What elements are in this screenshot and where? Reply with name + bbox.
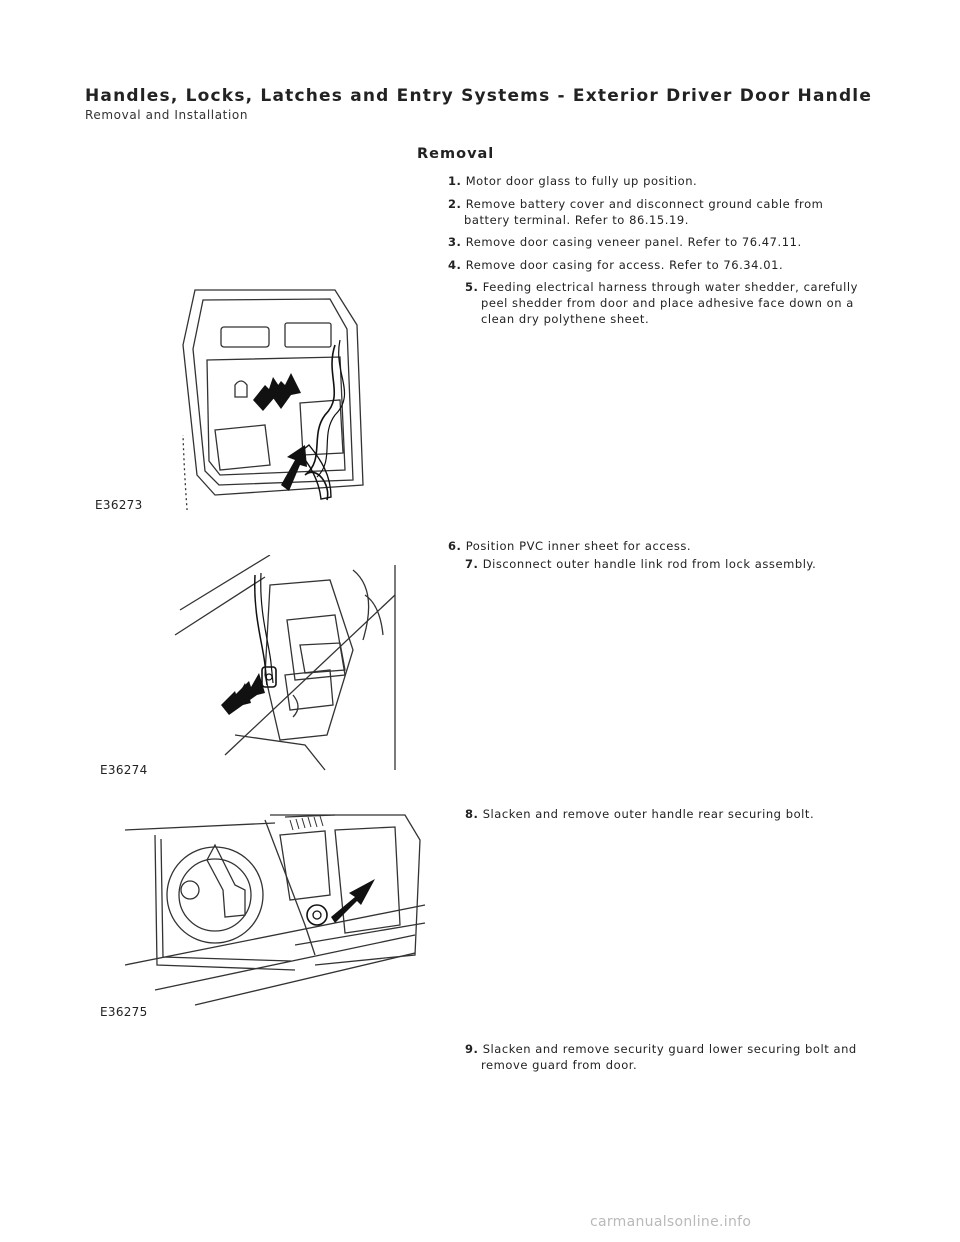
figure-label: E36274	[100, 763, 148, 777]
step-6: 6. Position PVC inner sheet for access.	[448, 538, 848, 554]
step-8: 8. Slacken and remove outer handle rear …	[465, 806, 885, 822]
step-number: 7.	[465, 557, 479, 571]
step-text: Remove door casing for access. Refer to …	[465, 258, 784, 272]
step-number: 9.	[465, 1042, 479, 1056]
lock-link-rod-illustration	[174, 555, 396, 771]
step-text: Remove door casing veneer panel. Refer t…	[465, 235, 802, 249]
step-text: Slacken and remove security guard lower …	[482, 1042, 857, 1056]
step-number: 6.	[448, 539, 462, 553]
step-text-cont: peel shedder from door and place adhesiv…	[481, 296, 854, 310]
figure-label: E36275	[100, 1005, 148, 1019]
step-number: 1.	[448, 174, 462, 188]
door-shedder-illustration	[182, 289, 364, 510]
step-text-cont: battery terminal. Refer to 86.15.19.	[464, 213, 689, 227]
page-title: Handles, Locks, Latches and Entry System…	[85, 86, 873, 106]
step-7: 7. Disconnect outer handle link rod from…	[465, 556, 885, 572]
step-1: 1. Motor door glass to fully up position…	[448, 173, 848, 189]
step-4: 4. Remove door casing for access. Refer …	[448, 257, 848, 273]
step-text: Disconnect outer handle link rod from lo…	[482, 557, 817, 571]
watermark: carmanualsonline.info	[590, 1214, 752, 1230]
figure-e36273: E36273	[95, 285, 385, 512]
step-2: 2. Remove battery cover and disconnect g…	[448, 196, 848, 228]
section-heading: Removal	[417, 146, 495, 162]
page-subtitle: Removal and Installation	[85, 108, 249, 122]
step-number: 3.	[448, 235, 462, 249]
step-number: 4.	[448, 258, 462, 272]
step-text-cont: remove guard from door.	[481, 1058, 638, 1072]
step-text: Motor door glass to fully up position.	[465, 174, 698, 188]
step-5: 5. Feeding electrical harness through wa…	[465, 279, 885, 327]
figure-label: E36273	[95, 498, 143, 512]
figure-e36275: E36275	[95, 805, 430, 1020]
step-text: Slacken and remove outer handle rear sec…	[482, 807, 815, 821]
step-9: 9. Slacken and remove security guard low…	[465, 1041, 885, 1073]
step-text-cont: clean dry polythene sheet.	[481, 312, 650, 326]
step-number: 2.	[448, 197, 462, 211]
handle-bolt-illustration	[124, 814, 426, 1006]
step-number: 8.	[465, 807, 479, 821]
step-text: Remove battery cover and disconnect grou…	[465, 197, 824, 211]
step-number: 5.	[465, 280, 479, 294]
step-text: Feeding electrical harness through water…	[482, 280, 858, 294]
figure-e36274: E36274	[95, 555, 425, 780]
step-text: Position PVC inner sheet for access.	[465, 539, 692, 553]
step-3: 3. Remove door casing veneer panel. Refe…	[448, 234, 848, 250]
